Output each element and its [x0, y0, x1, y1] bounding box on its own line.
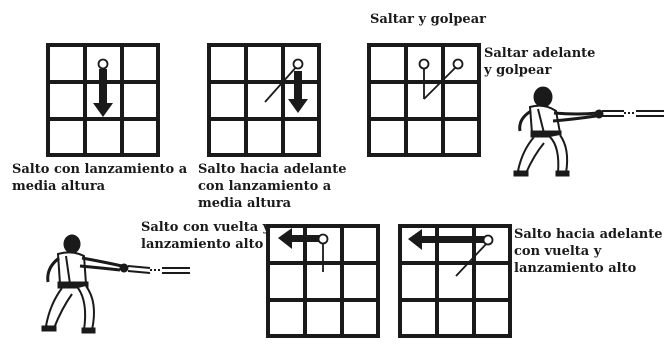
joystick-grid-mid-throw-jump — [46, 43, 160, 157]
label-jump-forward-and-hit: Saltar adelante y golpear — [484, 46, 596, 78]
label-mid-throw-jump: Salto con lanzamiento a media altura — [12, 162, 188, 194]
label-forward-spin-high-throw-jump: Salto hacia adelante con vuelta y lanzam… — [514, 227, 663, 276]
arrow-left-icon — [278, 228, 329, 272]
karate-fighter-left-icon — [41, 234, 190, 334]
joystick-grid-icon — [207, 43, 321, 157]
arrow-down-icon — [264, 58, 308, 113]
joystick-grid-jump-and-hit — [367, 43, 481, 157]
joystick-grid-spin-high-throw-jump — [266, 224, 380, 338]
joystick-grid-forward-spin-high-throw-jump — [398, 224, 512, 338]
nunchaku-icon — [127, 265, 190, 274]
nunchaku-icon — [602, 110, 664, 117]
joystick-grid-forward-mid-throw-jump — [207, 43, 321, 157]
label-forward-mid-throw-jump: Salto hacia adelante con lanzamiento a m… — [198, 162, 347, 211]
arrow-left-icon — [408, 229, 494, 277]
joystick-grid-icon — [398, 224, 512, 338]
stick-positions-icon — [418, 58, 464, 100]
arrow-down-icon — [93, 58, 113, 117]
label-jump-and-hit: Saltar y golpear — [370, 12, 486, 27]
joystick-grid-icon — [46, 43, 160, 157]
karate-fighter-right-icon — [513, 86, 664, 177]
